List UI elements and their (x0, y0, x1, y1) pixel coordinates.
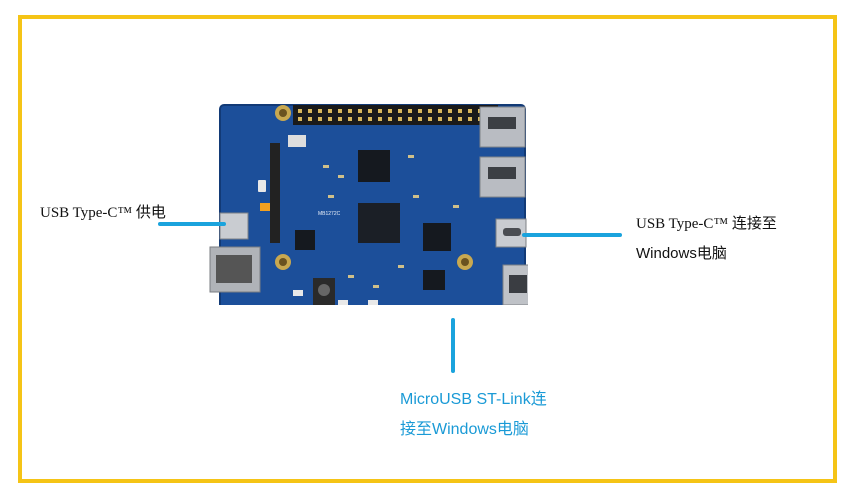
board-svg: MB1272C (209, 104, 534, 321)
callout-right-label-line2: Windows电脑 (636, 245, 727, 262)
chip-1 (358, 150, 390, 182)
chip-4 (295, 230, 315, 250)
callout-bottom-label-line1: MicroUSB ST-Link连 (400, 391, 547, 408)
callout-left-label: USB Type-C™ 供电 (40, 205, 166, 221)
board-model-text: MB1272C (318, 211, 341, 217)
callout-line-bottom (451, 318, 455, 373)
board-image: MB1272C (198, 85, 534, 321)
callout-line-left (158, 222, 226, 226)
ribbon-connector (270, 143, 280, 243)
chip-2 (423, 223, 451, 251)
chip-main (358, 203, 400, 243)
gpio-header (293, 105, 498, 125)
st-logo-area (288, 135, 306, 147)
chip-3 (423, 270, 445, 290)
usb-c-left (219, 212, 249, 240)
callout-line-right (522, 233, 622, 237)
callout-bottom-label-line2: 接至Windows电脑 (400, 421, 529, 438)
callout-right-label-line1: USB Type-C™ 连接至 (636, 216, 777, 232)
